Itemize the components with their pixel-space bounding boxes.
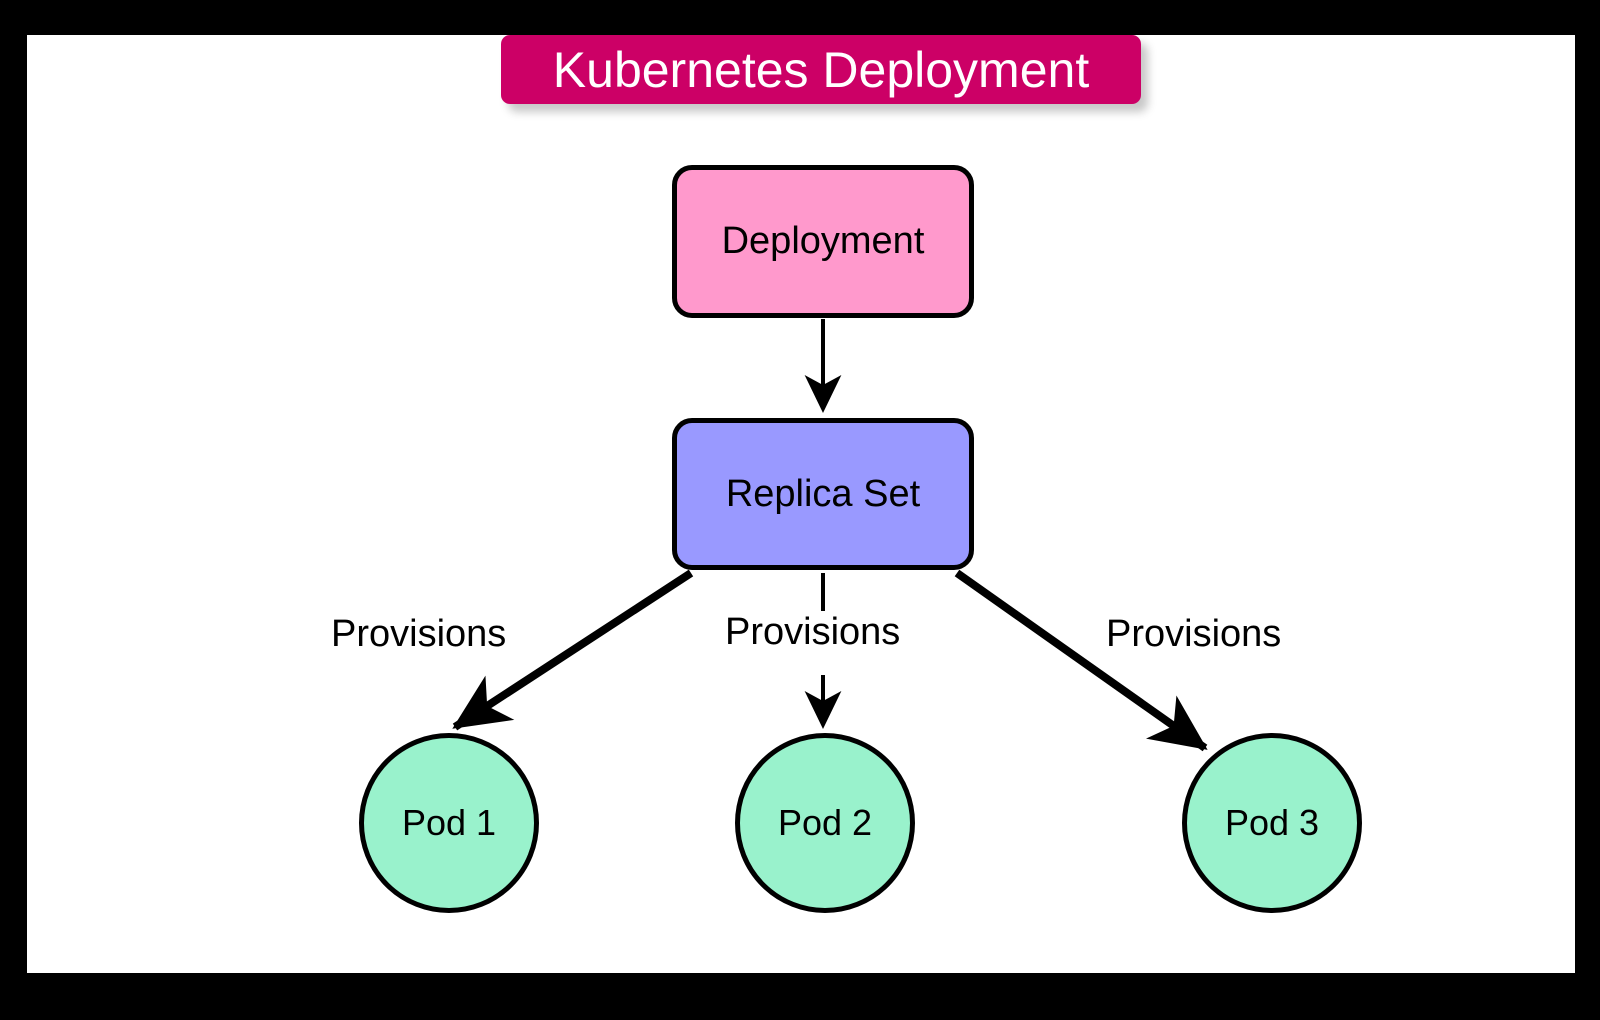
node-deployment-label: Deployment	[721, 220, 925, 262]
edge-label-provisions-pod1: Provisions	[327, 613, 511, 656]
node-pod-2-label: Pod 2	[777, 802, 873, 843]
node-pod-1[interactable]: Pod 1	[359, 733, 539, 913]
diagram-title-banner: Kubernetes Deployment	[501, 35, 1141, 104]
node-pod-3-label: Pod 3	[1224, 802, 1320, 843]
page-title: Kubernetes Deployment	[552, 41, 1090, 98]
node-replicaset-label: Replica Set	[725, 472, 921, 515]
node-replicaset[interactable]: Replica Set	[672, 418, 974, 570]
node-pod-1-label: Pod 1	[401, 802, 497, 843]
edge-replicaset-pod3	[954, 569, 1208, 752]
edge-label-provisions-pod3: Provisions	[1102, 613, 1286, 656]
node-pod-2[interactable]: Pod 2	[735, 733, 915, 913]
edge-label-provisions-pod2: Provisions	[721, 611, 905, 654]
diagram-canvas: Kubernetes Deployment Deployment Replica…	[27, 35, 1575, 973]
node-deployment[interactable]: Deployment	[672, 165, 974, 318]
node-pod-3[interactable]: Pod 3	[1182, 733, 1362, 913]
